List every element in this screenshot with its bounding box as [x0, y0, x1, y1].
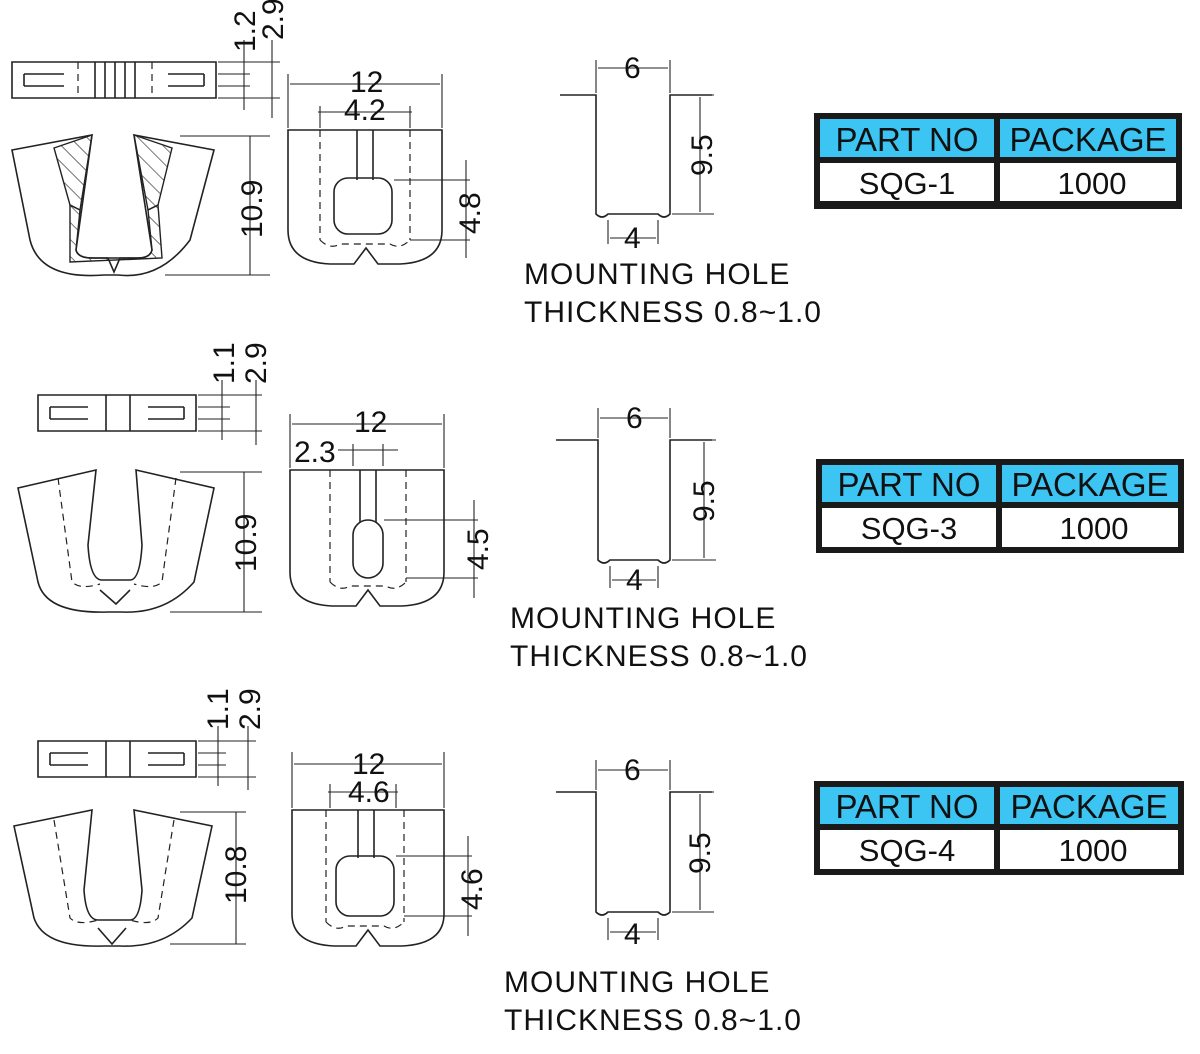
dim-hole-width: 6: [624, 754, 641, 787]
table-cell-part-no: SQG-3: [861, 511, 957, 546]
table-header-part-no: PART NO: [835, 121, 978, 158]
open-section-view: 10.9: [17, 468, 263, 613]
dim-side-thick: 2.9: [240, 342, 273, 384]
dim-width: 12: [352, 748, 385, 781]
dim-slot-height: 4.5: [462, 528, 495, 570]
dim-hole-bottom: 4: [626, 564, 643, 597]
part-row-sqg-1: 1.2 2.9 10.9 12: [11, 0, 1182, 329]
dim-side-thin: 1.1: [208, 342, 241, 384]
mounting-hole-label: MOUNTING HOLE: [510, 602, 776, 635]
side-view: 1.1 2.9: [37, 688, 267, 790]
dim-slot-height: 4.6: [456, 868, 489, 910]
dim-slot-width: 2.3: [294, 436, 336, 469]
part-row-sqg-3: 1.1 2.9 10.9 12: [17, 342, 1184, 673]
part-table-sqg-1: PART NO PACKAGE SQG-1 1000: [814, 113, 1182, 209]
dim-side-thin: 1.2: [229, 10, 262, 52]
dim-slot-width: 4.6: [348, 776, 390, 809]
part-table-sqg-3: PART NO PACKAGE SQG-3 1000: [816, 459, 1184, 553]
thickness-label: THICKNESS 0.8~1.0: [524, 296, 822, 329]
dim-height: 10.9: [236, 180, 269, 238]
dim-hole-bottom: 4: [624, 918, 641, 951]
front-view: 12 4.2 4.8: [287, 66, 487, 265]
part-row-sqg-4: 1.1 2.9 10.8 12: [13, 688, 1184, 1037]
thickness-label: THICKNESS 0.8~1.0: [504, 1004, 802, 1037]
dim-side-thick: 2.9: [257, 0, 290, 40]
side-view: 1.1 2.9: [37, 342, 273, 445]
table-header-package: PACKAGE: [1011, 466, 1168, 503]
thickness-label: THICKNESS 0.8~1.0: [510, 640, 808, 673]
front-view: 12 2.3 4.5: [289, 406, 495, 607]
table-cell-package: 1000: [1060, 511, 1129, 546]
front-view: 12 4.6 4.6: [291, 748, 489, 947]
table-header-part-no: PART NO: [835, 788, 978, 825]
dim-width: 12: [354, 406, 387, 439]
dim-slot-height: 4.8: [454, 192, 487, 234]
table-cell-part-no: SQG-1: [859, 166, 955, 201]
part-table-sqg-4: PART NO PACKAGE SQG-4 1000: [814, 781, 1184, 875]
table-header-package: PACKAGE: [1009, 121, 1166, 158]
dim-hole-width: 6: [624, 52, 641, 85]
mounting-hole-view: 6 9.5 4 MOUNTING HOLE THICKNESS 0.8~1.0: [524, 52, 822, 329]
table-header-package: PACKAGE: [1010, 788, 1167, 825]
dim-side-thin: 1.1: [202, 688, 235, 730]
dim-side-thick: 2.9: [234, 688, 267, 730]
table-cell-package: 1000: [1058, 166, 1127, 201]
dim-height: 10.9: [230, 514, 263, 572]
dim-hole-height: 9.5: [688, 480, 721, 522]
table-cell-package: 1000: [1059, 833, 1128, 868]
side-view: 1.2 2.9: [11, 0, 290, 118]
table-header-part-no: PART NO: [837, 466, 980, 503]
table-cell-part-no: SQG-4: [859, 833, 955, 868]
dim-hole-width: 6: [626, 402, 643, 435]
dim-hole-bottom: 4: [624, 222, 641, 255]
open-section-view: 10.9: [11, 133, 270, 277]
dim-hole-height: 9.5: [686, 134, 719, 176]
mounting-hole-label: MOUNTING HOLE: [524, 258, 790, 291]
mounting-hole-label: MOUNTING HOLE: [504, 966, 770, 999]
mounting-hole-view: 6 9.5 4 MOUNTING HOLE THICKNESS 0.8~1.0: [504, 754, 802, 1037]
mounting-hole-view: 6 9.5 4 MOUNTING HOLE THICKNESS 0.8~1.0: [510, 402, 808, 673]
dim-hole-height: 9.5: [684, 832, 717, 874]
open-section-view: 10.8: [13, 808, 253, 947]
dim-height: 10.8: [220, 846, 253, 904]
dim-width: 12: [350, 66, 383, 99]
dim-slot-width: 4.2: [344, 94, 386, 127]
